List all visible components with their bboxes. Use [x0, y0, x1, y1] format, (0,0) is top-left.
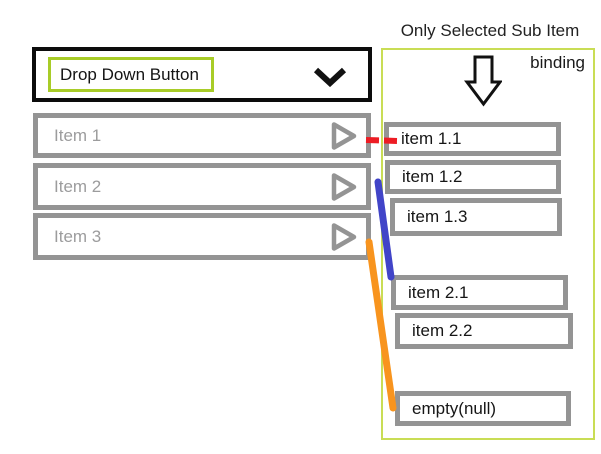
- dropdown-selected-label: Drop Down Button: [48, 57, 214, 92]
- sub-item-2-2[interactable]: item 2.2: [395, 313, 573, 349]
- expand-triangle-icon[interactable]: [330, 221, 358, 252]
- sub-item-1-2[interactable]: item 1.2: [385, 160, 561, 194]
- sub-item-label: item 1.3: [407, 207, 468, 226]
- sub-item-label: item 2.1: [408, 282, 469, 302]
- item-label: Item 3: [54, 226, 102, 246]
- item-row-1[interactable]: Item 1: [33, 113, 371, 158]
- sub-item-label: item 2.2: [412, 321, 473, 340]
- sub-item-label: empty(null): [412, 398, 497, 418]
- item-label: Item 2: [54, 176, 102, 196]
- sub-item-1-1[interactable]: item 1.1: [384, 122, 561, 156]
- dropdown-button[interactable]: Drop Down Button: [32, 47, 372, 102]
- sub-item-1-3[interactable]: item 1.3: [390, 198, 562, 236]
- sub-item-label: item 1.1: [401, 129, 462, 148]
- chevron-down-icon[interactable]: [313, 67, 347, 87]
- sub-item-panel: binding: [381, 48, 595, 440]
- annotation-title: Only Selected Sub Item: [400, 21, 580, 40]
- sub-item-2-1[interactable]: item 2.1: [391, 275, 568, 310]
- item-label: Item 1: [54, 125, 102, 145]
- block-arrow-down-icon: [464, 55, 502, 107]
- expand-triangle-icon[interactable]: [330, 171, 358, 202]
- expand-triangle-icon[interactable]: [330, 120, 358, 151]
- sub-item-label: item 1.2: [402, 167, 463, 186]
- annotation-binding-label: binding: [530, 53, 585, 72]
- item-row-3[interactable]: Item 3: [33, 213, 371, 260]
- item-row-2[interactable]: Item 2: [33, 163, 371, 210]
- sub-item-empty[interactable]: empty(null): [395, 391, 571, 426]
